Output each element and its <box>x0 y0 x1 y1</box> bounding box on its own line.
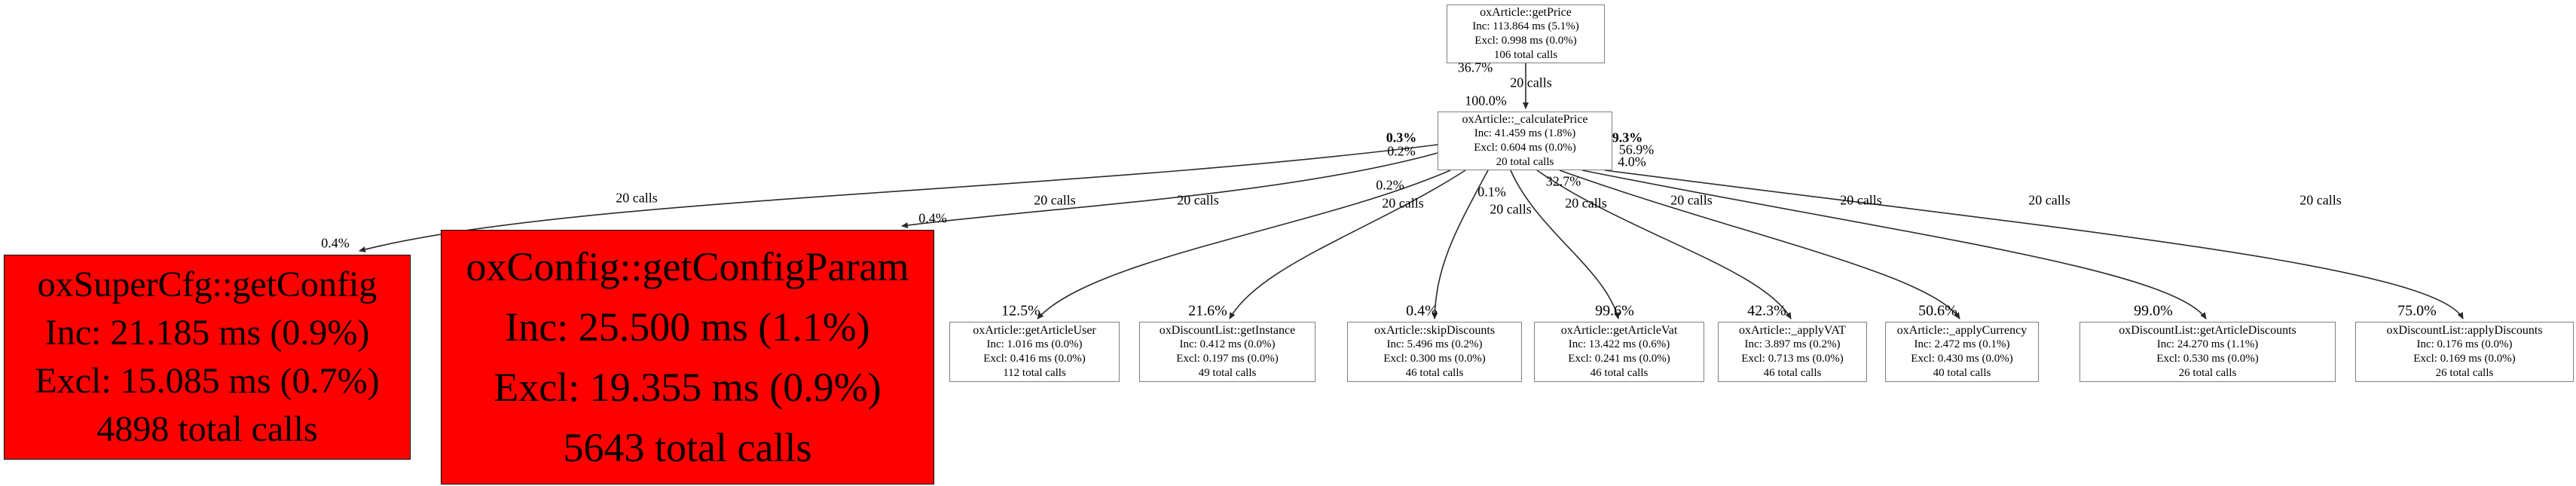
edge-label: 20 calls <box>1034 192 1076 208</box>
node-title: oxDiscountList::applyDiscounts <box>2386 324 2543 337</box>
node-call-count: 20 total calls <box>1496 156 1554 168</box>
edge-calc-applycurrency <box>1559 170 1960 319</box>
edge-label: 0.3% <box>1386 130 1417 145</box>
edge-label: 20 calls <box>2299 192 2342 208</box>
node-exclusive-cost: Excl: 0.300 ms (0.0%) <box>1383 353 1486 365</box>
edge-label: 32.7% <box>1545 173 1581 189</box>
node-title: oxArticle::skipDiscounts <box>1374 324 1495 337</box>
node-exclusive-cost: Excl: 0.241 ms (0.0%) <box>1568 353 1670 365</box>
node-inclusive-cost: Inc: 3.897 ms (0.2%) <box>1744 338 1841 350</box>
edge-label: 12.5% <box>1001 302 1040 319</box>
node-oxarticle-calculateprice[interactable]: oxArticle::_calculatePrice Inc: 41.459 m… <box>1438 112 1612 170</box>
node-oxsupercfg-getconfig[interactable]: oxSuperCfg::getConfig Inc: 21.185 ms (0.… <box>4 255 411 460</box>
node-call-count: 26 total calls <box>2178 367 2237 379</box>
node-exclusive-cost: Excl: 0.998 ms (0.0%) <box>1474 35 1577 47</box>
edge-label: 36.7% <box>1457 60 1493 75</box>
node-title: oxArticle::getArticleUser <box>973 324 1096 337</box>
edge-label: 4.0% <box>1618 154 1646 170</box>
edge-label: 20 calls <box>616 190 658 206</box>
node-inclusive-cost: Inc: 2.472 ms (0.1%) <box>1914 338 2010 350</box>
edge-calc-getinstance <box>1229 170 1466 319</box>
node-call-count: 26 total calls <box>2435 367 2494 379</box>
node-oxdiscountlist-applydiscounts[interactable]: oxDiscountList::applyDiscounts Inc: 0.17… <box>2355 322 2574 382</box>
node-title: oxArticle::getArticleVat <box>1560 324 1678 337</box>
edge-label: 42.3% <box>1747 302 1786 319</box>
node-call-count: 5643 total calls <box>563 425 812 470</box>
node-call-count: 46 total calls <box>1590 367 1649 379</box>
edge-label: 20 calls <box>1490 201 1532 217</box>
edge-label: 0.2% <box>1387 143 1416 159</box>
node-title: oxDiscountList::getInstance <box>1159 324 1296 337</box>
edge-label: 21.6% <box>1188 302 1227 319</box>
node-title: oxArticle::_calculatePrice <box>1462 113 1588 126</box>
node-call-count: 49 total calls <box>1198 367 1257 379</box>
node-inclusive-cost: Inc: 13.422 ms (0.6%) <box>1568 338 1670 350</box>
edge-label: 20 calls <box>1670 192 1713 208</box>
node-call-count: 112 total calls <box>1003 367 1066 379</box>
node-title: oxArticle::_applyCurrency <box>1896 324 2027 337</box>
node-inclusive-cost: Inc: 0.176 ms (0.0%) <box>2416 338 2513 350</box>
node-call-count: 4898 total calls <box>96 409 318 449</box>
edge-label: 50.6% <box>1918 302 1957 319</box>
node-oxarticle-applyvat[interactable]: oxArticle::_applyVAT Inc: 3.897 ms (0.2%… <box>1718 322 1867 382</box>
node-oxconfig-getconfigparam[interactable]: oxConfig::getConfigParam Inc: 25.500 ms … <box>441 230 934 484</box>
node-inclusive-cost: Inc: 0.412 ms (0.0%) <box>1179 338 1276 350</box>
node-inclusive-cost: Inc: 41.459 ms (1.8%) <box>1474 127 1576 139</box>
edge-label: 0.4% <box>918 210 947 226</box>
node-inclusive-cost: Inc: 113.864 ms (5.1%) <box>1472 20 1579 32</box>
node-exclusive-cost: Excl: 0.416 ms (0.0%) <box>983 353 1086 365</box>
node-call-count: 106 total calls <box>1493 49 1558 61</box>
node-oxdiscountlist-getarticlediscounts[interactable]: oxDiscountList::getArticleDiscounts Inc:… <box>2079 322 2336 382</box>
edge-label: 75.0% <box>2397 302 2437 319</box>
node-exclusive-cost: Excl: 0.169 ms (0.0%) <box>2413 353 2516 365</box>
node-exclusive-cost: Excl: 0.197 ms (0.0%) <box>1176 353 1279 365</box>
node-title: oxArticle::_applyVAT <box>1739 324 1846 337</box>
node-oxarticle-getprice[interactable]: oxArticle::getPrice Inc: 113.864 ms (5.1… <box>1447 5 1605 63</box>
node-title: oxArticle::getPrice <box>1480 6 1572 19</box>
node-inclusive-cost: Inc: 1.016 ms (0.0%) <box>986 338 1083 350</box>
edge-label: 99.0% <box>2134 302 2173 319</box>
node-inclusive-cost: Inc: 21.185 ms (0.9%) <box>44 313 370 353</box>
edge-label: 0.4% <box>321 235 350 251</box>
edge-label: 20 calls <box>1177 192 1219 208</box>
edge-label: 0.4% <box>1406 302 1438 319</box>
node-inclusive-cost: Inc: 5.496 ms (0.2%) <box>1386 338 1483 350</box>
node-call-count: 40 total calls <box>1933 367 1991 379</box>
node-title: oxConfig::getConfigParam <box>466 244 909 289</box>
edge-label: 20 calls <box>1565 195 1607 211</box>
node-exclusive-cost: Excl: 19.355 ms (0.9%) <box>494 365 882 410</box>
node-oxarticle-applycurrency[interactable]: oxArticle::_applyCurrency Inc: 2.472 ms … <box>1885 322 2039 382</box>
edge-calc-applyvat <box>1536 170 1792 319</box>
node-call-count: 46 total calls <box>1763 367 1822 379</box>
edge-label: 100.0% <box>1465 93 1507 109</box>
edge-label: 20 calls <box>2028 192 2070 208</box>
edge-label: 99.6% <box>1595 302 1634 319</box>
node-exclusive-cost: Excl: 0.530 ms (0.0%) <box>2156 353 2259 365</box>
edge-label: 9.3% <box>1612 130 1643 145</box>
node-title: oxDiscountList::getArticleDiscounts <box>2119 324 2296 337</box>
node-oxarticle-getarticleuser[interactable]: oxArticle::getArticleUser Inc: 1.016 ms … <box>949 322 1120 382</box>
node-call-count: 46 total calls <box>1405 367 1464 379</box>
node-oxarticle-getarticlevat[interactable]: oxArticle::getArticleVat Inc: 13.422 ms … <box>1534 322 1704 382</box>
node-exclusive-cost: Excl: 15.085 ms (0.7%) <box>35 361 380 401</box>
node-exclusive-cost: Excl: 0.430 ms (0.0%) <box>1911 353 2013 365</box>
edge-label: 20 calls <box>1840 192 1882 208</box>
edge-label: 20 calls <box>1510 75 1552 90</box>
node-exclusive-cost: Excl: 0.713 ms (0.0%) <box>1741 353 1844 365</box>
node-oxdiscountlist-getinstance[interactable]: oxDiscountList::getInstance Inc: 0.412 m… <box>1139 322 1316 382</box>
edge-label: 20 calls <box>1382 195 1424 211</box>
node-title: oxSuperCfg::getConfig <box>37 264 377 304</box>
node-inclusive-cost: Inc: 24.270 ms (1.1%) <box>2156 338 2259 350</box>
edge-label: 0.2% <box>1376 177 1404 193</box>
node-exclusive-cost: Excl: 0.604 ms (0.0%) <box>1474 142 1576 154</box>
edge-calc-getarticlevat <box>1510 170 1620 319</box>
node-inclusive-cost: Inc: 25.500 ms (1.1%) <box>505 304 870 350</box>
node-oxarticle-skipdiscounts[interactable]: oxArticle::skipDiscounts Inc: 5.496 ms (… <box>1347 322 1522 382</box>
edge-calc-getconfigparam <box>901 152 1438 228</box>
edge-label: 56.9% <box>1618 142 1655 157</box>
edge-label: 0.1% <box>1477 184 1506 200</box>
